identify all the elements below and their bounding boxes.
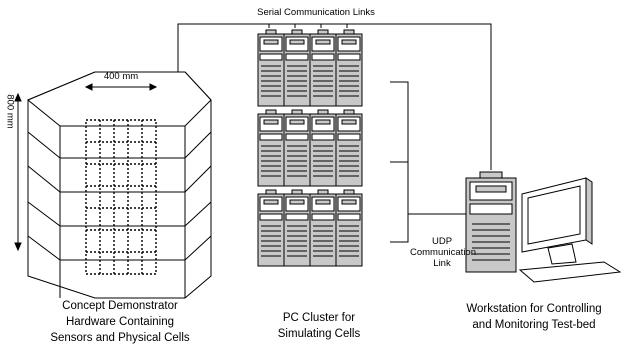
pc-server: [283, 189, 311, 267]
workstation: [465, 171, 621, 283]
udp-label-line2: Communication: [410, 247, 476, 258]
udp-label-line3: Link: [433, 258, 451, 269]
height-dimension-label: 800 mm: [4, 94, 16, 129]
cluster-caption-line2: Simulating Cells: [277, 328, 361, 340]
height-dimension: [14, 92, 22, 252]
concept-demonstrator: [27, 71, 212, 299]
udp-label-line1: UDP: [431, 236, 453, 247]
serial-bus-line: [177, 23, 492, 170]
monitor-screen: [527, 185, 581, 245]
udp-link-row1: [390, 81, 409, 214]
pc-server: [335, 109, 363, 187]
workstation-caption: Workstation for Controlling and Monitori…: [448, 301, 620, 333]
demonstrator-caption: Concept Demonstrator Hardware Containing…: [30, 298, 210, 346]
physical-cells-grid: [85, 119, 157, 275]
serial-links: [177, 23, 492, 170]
pc-server: [283, 29, 311, 107]
pc-server: [257, 29, 285, 107]
pc-server: [283, 109, 311, 187]
demonstrator-caption-line3: Sensors and Physical Cells: [50, 332, 190, 344]
serial-links-label: Serial Communication Links: [257, 7, 375, 18]
pc-server: [335, 29, 363, 107]
workstation-caption-line1: Workstation for Controlling: [466, 303, 602, 315]
cluster-caption-line1: PC Cluster for: [282, 312, 356, 324]
pc-server: [309, 29, 337, 107]
pc-server: [257, 109, 285, 187]
hex-band: [27, 201, 212, 227]
hex-band: [27, 165, 212, 193]
udp-label: UDP Communication Link: [410, 236, 476, 269]
monitor-stand: [547, 243, 577, 265]
hex-band: [27, 235, 212, 261]
keyboard: [518, 261, 621, 283]
width-dimension-label: 400 mm: [103, 71, 139, 82]
pc-server: [309, 189, 337, 267]
workstation-caption-line2: and Monitoring Test-bed: [472, 319, 596, 331]
pc-server: [257, 189, 285, 267]
width-dimension: [84, 83, 158, 91]
pc-cluster: [257, 29, 363, 267]
udp-links: [390, 81, 468, 243]
demonstrator-caption-line1: Concept Demonstrator: [62, 300, 178, 312]
udp-link-row3: [390, 213, 468, 243]
cluster-caption: PC Cluster for Simulating Cells: [264, 310, 374, 342]
demonstrator-caption-line2: Hardware Containing: [65, 316, 175, 328]
pc-server: [309, 109, 337, 187]
pc-server: [335, 189, 363, 267]
hex-band: [27, 131, 212, 159]
